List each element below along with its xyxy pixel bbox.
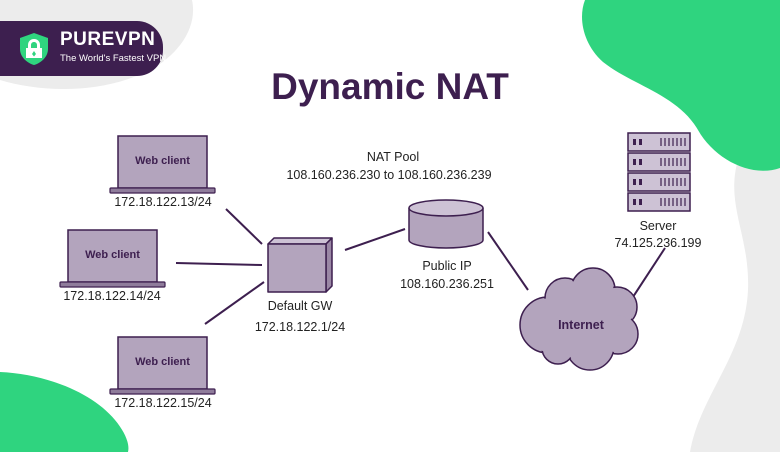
internet-cloud-fill: [521, 269, 637, 369]
server-led-slots: [633, 139, 642, 205]
brand-name: PUREVPN: [60, 29, 156, 50]
purevpn-logo[interactable]: PUREVPN The World's Fastest VPN: [0, 21, 167, 76]
page-title: Dynamic NAT: [271, 66, 509, 107]
nat-pool-label: NAT Pool: [366, 150, 420, 164]
brand-tagline: The World's Fastest VPN: [60, 53, 167, 64]
public-ip-cylinder: [408, 199, 484, 249]
gateway-label: Default GW: [267, 299, 333, 313]
public-ip-label: Public IP: [422, 259, 472, 273]
green-blob-top-right: [582, 0, 780, 171]
client-3-ip: 172.18.122.15/24: [114, 396, 212, 410]
web-client-laptop-3: [109, 336, 216, 395]
public-ip-address: 108.160.236.251: [400, 277, 494, 291]
link-publicip-internet: [487, 231, 529, 291]
client-2-label: Web client: [85, 249, 140, 261]
gateway-ip: 172.18.122.1/24: [254, 320, 346, 334]
green-blob-bottom-left: [0, 372, 129, 452]
link-client3-gateway: [204, 281, 265, 325]
client-1-ip: 172.18.122.13/24: [114, 195, 212, 209]
link-client1-gateway: [225, 208, 263, 245]
web-client-laptop-1: [109, 135, 216, 194]
client-3-label: Web client: [135, 356, 190, 368]
link-internet-server: [630, 247, 666, 301]
internet-label: Internet: [558, 318, 604, 332]
client-2-ip: 172.18.122.14/24: [63, 289, 161, 303]
link-client2-gateway: [175, 262, 263, 266]
server-vents: [660, 138, 686, 206]
server-label: Server: [639, 219, 677, 233]
shield-icon: [20, 33, 48, 65]
server-ip: 74.125.236.199: [614, 236, 702, 250]
nat-pool-range: 108.160.236.230 to 108.160.236.239: [286, 168, 492, 182]
link-gateway-publicip: [344, 228, 406, 251]
web-client-laptop-2: [59, 229, 166, 288]
default-gateway-box: [267, 237, 333, 293]
server-rack: [627, 132, 691, 212]
client-1-label: Web client: [135, 155, 190, 167]
